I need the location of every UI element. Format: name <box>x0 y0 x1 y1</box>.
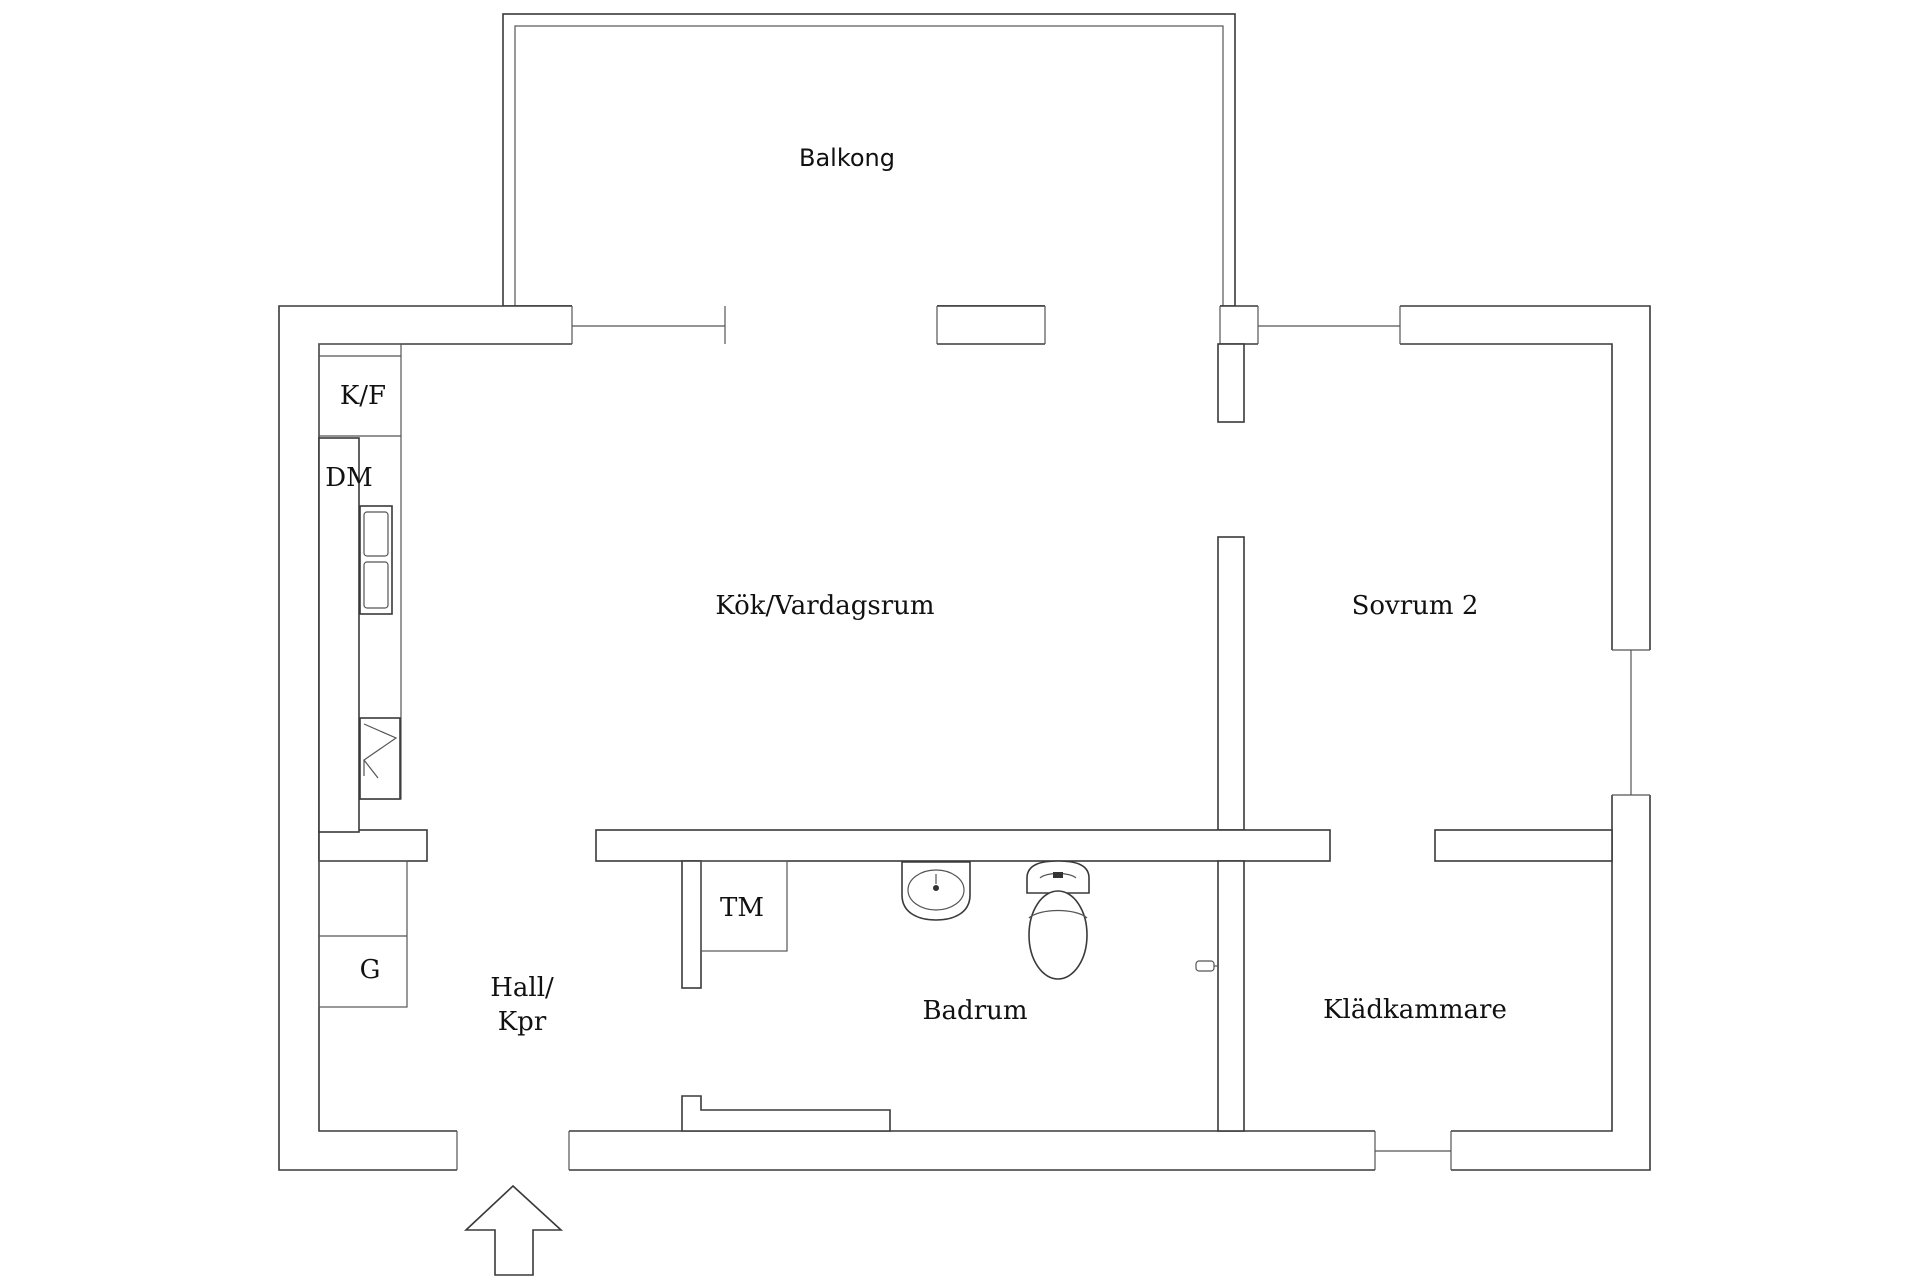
fixture-label-dishwasher: DM <box>325 463 372 493</box>
washing-machine-box <box>700 860 788 952</box>
outer-walls <box>278 305 1651 1171</box>
room-label-closet: Klädkammare <box>1323 995 1507 1025</box>
room-label-hall-line1: Hall/ <box>490 973 554 1003</box>
room-label-balcony: Balkong <box>799 144 895 172</box>
room-label-bathroom: Badrum <box>922 996 1027 1026</box>
stove-icon <box>359 717 401 800</box>
room-label-hall-line2: Kpr <box>498 1007 547 1037</box>
interior-walls <box>318 343 1613 1132</box>
top-windows <box>571 305 1401 345</box>
kitchen-counter <box>318 343 402 833</box>
toilet-icon <box>1026 860 1090 980</box>
balcony <box>502 13 1236 307</box>
kitchen-sink-icon <box>359 505 393 615</box>
bottom-openings <box>456 1129 1452 1172</box>
room-label-kitchen-living: Kök/Vardagsrum <box>715 591 934 621</box>
right-window <box>1610 649 1652 796</box>
room-label-bedroom: Sovrum 2 <box>1352 591 1479 621</box>
fixture-label-fridge-freezer: K/F <box>340 381 386 411</box>
entrance-arrow-icon <box>463 1184 564 1276</box>
fixture-label-wardrobe: G <box>360 955 381 985</box>
wardrobe <box>318 860 408 1008</box>
washbasin-icon <box>901 861 971 921</box>
wall-hook-icon <box>1195 960 1218 972</box>
fixture-label-washing-machine: TM <box>720 893 764 923</box>
